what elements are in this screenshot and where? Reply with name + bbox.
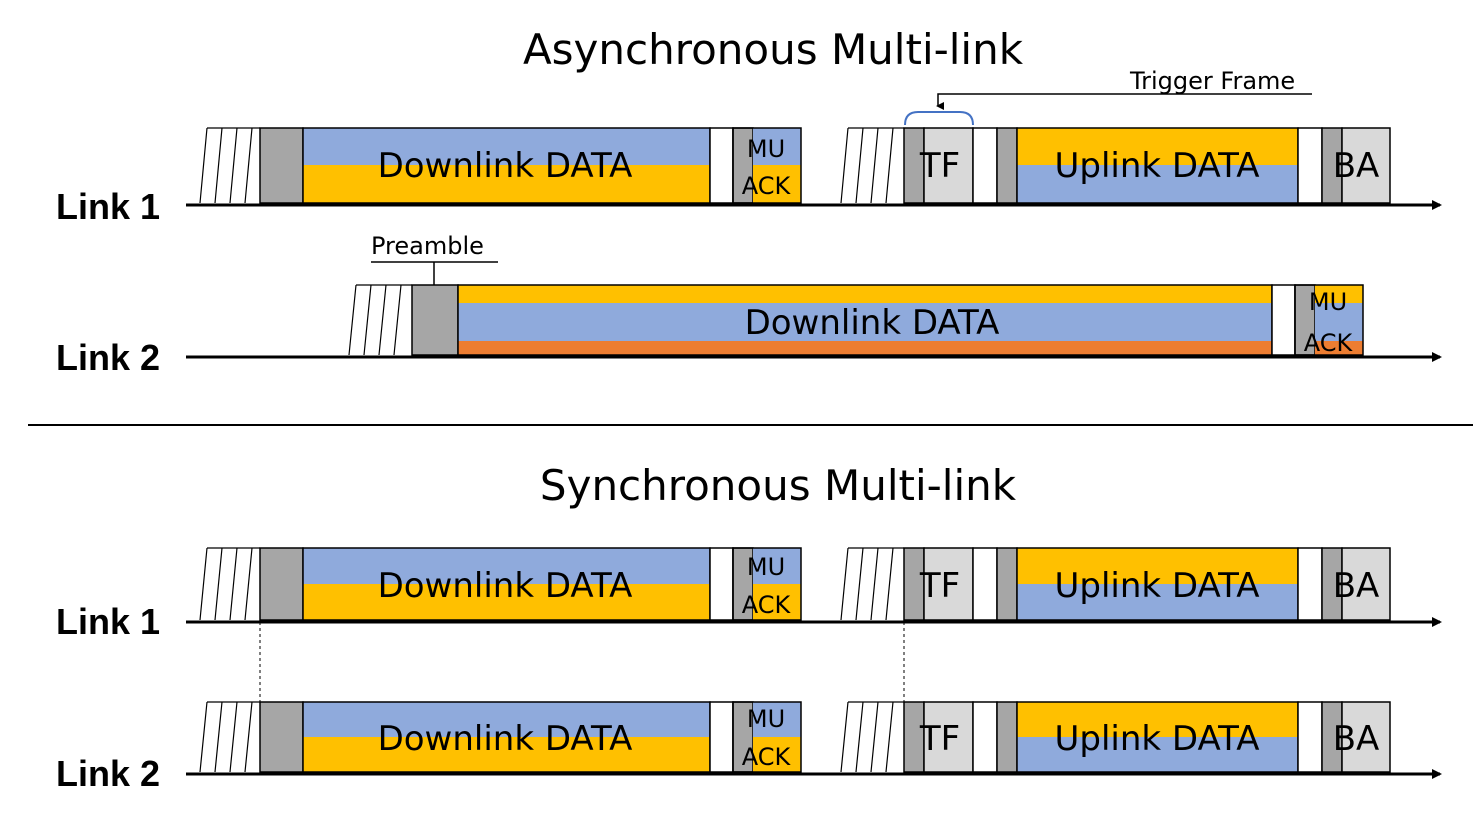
downlink-yellow-stream (303, 584, 710, 620)
sync-link1-frames: Downlink DATA MU ACK TF Uplink DATA BA (199, 547, 1391, 621)
mu-label: MU (747, 553, 785, 581)
mu-label: MU (747, 705, 785, 733)
backoff-hatch (199, 547, 260, 621)
data-preamble (411, 284, 459, 356)
sync-section-title: Synchronous Multi-link (540, 461, 1017, 510)
uplink-blue-stream (1017, 584, 1298, 620)
uplink-yellow-stream (1017, 128, 1298, 165)
block-ack-box (1341, 701, 1391, 773)
sifs-gap (972, 127, 998, 204)
ack-label: ACK (742, 591, 792, 619)
trigger-frame-annotation: Trigger Frame (1129, 67, 1295, 95)
uplink-yellow-stream (1017, 702, 1298, 737)
async-link2-frames: Downlink DATA MU ACK (348, 284, 1364, 357)
mu-ack-frame (732, 701, 802, 773)
uplink-yellow-stream (1017, 548, 1298, 584)
async-section-title: Asynchronous Multi-link (523, 25, 1024, 74)
trigger-frame-box (923, 701, 974, 773)
data-preamble (259, 547, 304, 621)
sifs-gap (1297, 701, 1323, 773)
ack-label: ACK (742, 172, 792, 200)
downlink-data-label: Downlink DATA (378, 146, 633, 186)
sifs-gap (1297, 127, 1323, 204)
mu-ack-frame (1294, 284, 1364, 356)
downlink-blue-stream (303, 548, 710, 584)
mu-label: MU (1309, 288, 1347, 316)
sifs-gap (709, 701, 734, 773)
uplink-blue-stream (1017, 165, 1298, 203)
downlink-blue-stream (303, 702, 710, 737)
backoff-hatch (199, 701, 260, 773)
downlink-orange-stream (458, 341, 1272, 355)
sifs-gap (972, 547, 998, 621)
downlink-yellow-stream (458, 285, 1272, 303)
sifs-gap (1271, 284, 1296, 356)
uplink-preamble (996, 547, 1018, 621)
uplink-data-label: Uplink DATA (1055, 146, 1260, 186)
backoff-hatch (840, 701, 904, 773)
sifs-gap (1297, 547, 1323, 621)
async-link1-label: Link 1 (56, 186, 160, 227)
trigger-frame-box (923, 127, 974, 204)
data-preamble (259, 701, 304, 773)
mu-ack-frame (732, 127, 802, 204)
data-preamble (259, 127, 304, 204)
sifs-gap (709, 127, 734, 204)
trigger-frame-pointer (936, 93, 1312, 110)
trigger-frame-box (923, 547, 974, 621)
downlink-yellow-stream (303, 165, 710, 203)
ba-label: BA (1333, 146, 1380, 186)
tf-label: TF (919, 719, 960, 759)
ack-label: ACK (1304, 329, 1354, 357)
uplink-preamble (996, 701, 1018, 773)
backoff-hatch (199, 127, 260, 204)
uplink-data-label: Uplink DATA (1055, 566, 1260, 606)
downlink-yellow-stream (303, 737, 710, 772)
downlink-data-label: Downlink DATA (745, 303, 1000, 343)
sifs-gap (972, 701, 998, 773)
downlink-blue-stream (458, 303, 1272, 341)
mu-ack-frame (732, 547, 802, 621)
sync-link2-label: Link 2 (56, 753, 160, 794)
uplink-blue-stream (1017, 737, 1298, 772)
async-link1-frames: Downlink DATA MU ACK TF Uplink DATA BA (199, 127, 1391, 204)
backoff-hatch (840, 127, 904, 204)
downlink-data-label: Downlink DATA (378, 566, 633, 606)
trigger-frame-brace (904, 111, 974, 126)
block-ack-box (1341, 127, 1391, 204)
tf-label: TF (919, 146, 960, 186)
backoff-hatch (348, 284, 412, 356)
sync-link1-label: Link 1 (56, 601, 160, 642)
backoff-hatch (840, 547, 904, 621)
sync-link2-frames: Downlink DATA MU ACK TF Uplink DATA BA (199, 701, 1391, 773)
ack-label: ACK (742, 743, 792, 771)
async-link2-label: Link 2 (56, 337, 160, 378)
uplink-data-label: Uplink DATA (1055, 719, 1260, 759)
preamble-annotation: Preamble (371, 232, 484, 260)
uplink-preamble (996, 127, 1018, 204)
ba-label: BA (1333, 566, 1380, 606)
downlink-data-label: Downlink DATA (378, 719, 633, 759)
sifs-gap (709, 547, 734, 621)
block-ack-box (1341, 547, 1391, 621)
mu-label: MU (747, 135, 785, 163)
ba-label: BA (1333, 719, 1380, 759)
downlink-blue-stream (303, 128, 710, 165)
tf-label: TF (919, 566, 960, 606)
